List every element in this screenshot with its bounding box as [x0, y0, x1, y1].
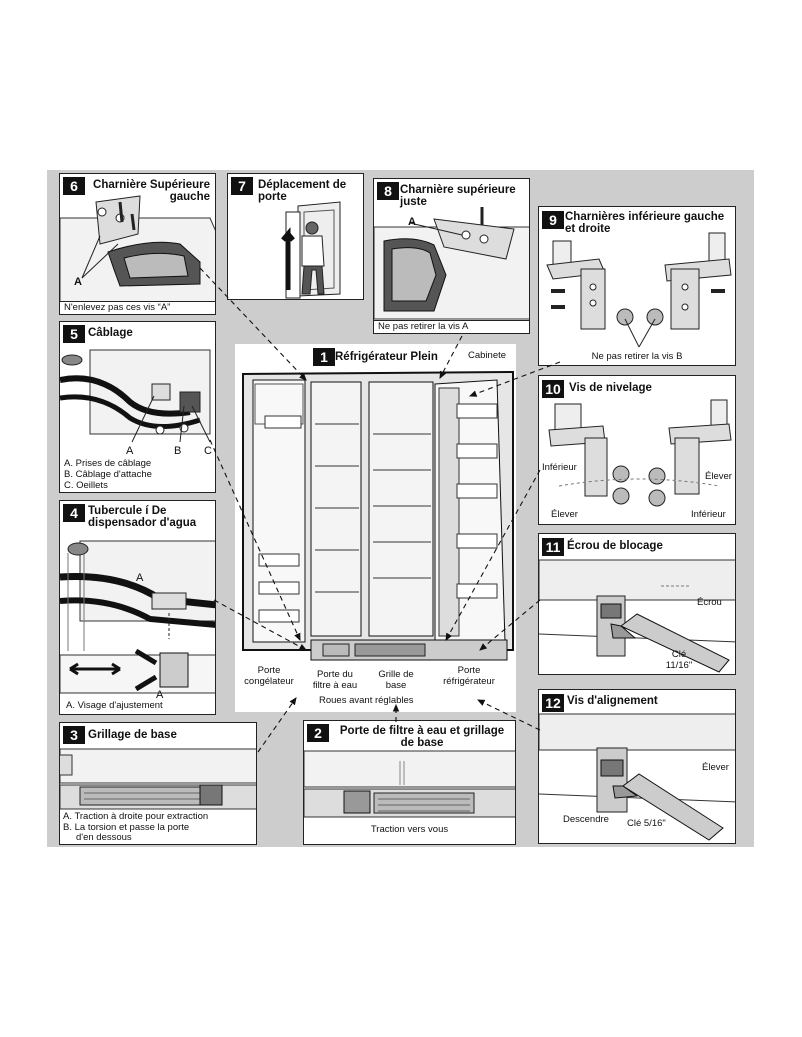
legend-item: C. Oeillets [64, 480, 108, 491]
panel-11-lock-nut: 11 Écrou de blocage Écrou Clé 11/16" [538, 533, 736, 675]
panel-title: Porte de filtre à eau et grillage de bas… [339, 725, 505, 749]
callout-b: B [174, 445, 182, 457]
panel-title: Vis d'alignement [567, 695, 658, 707]
lock-nut-illustration [539, 559, 735, 673]
panel-8-top-right-hinge: 8 Charnière supérieure juste A Ne pas re… [373, 178, 530, 334]
callout-c: C [204, 445, 212, 457]
label-freezer-door: Porte congélateur [244, 665, 294, 687]
leveling-illustration [548, 399, 732, 507]
panel-title: Charnières inférieure gauche et droite [565, 211, 725, 235]
hinge-illustration [374, 207, 529, 320]
label-raise-left: Élever [551, 509, 578, 520]
callout-a: A [408, 216, 416, 228]
panel-title: Charnière supérieure juste [400, 184, 516, 208]
hinge-illustration [60, 195, 215, 303]
panel-caption: Ne pas retirer la vis A [374, 320, 529, 333]
step-number: 11 [542, 538, 564, 556]
panel-title: Grillage de base [88, 729, 177, 741]
label-lower: Descendre [563, 814, 609, 825]
panel-title: Tubercule í De dispensador d'agua [88, 505, 197, 529]
step-number: 3 [63, 726, 85, 744]
panel-title: Réfrigérateur Plein [335, 351, 438, 363]
step-number: 12 [542, 694, 564, 712]
panel-2-filter-door-grille: 2 Porte de filtre à eau et grillage de b… [303, 720, 516, 845]
panel-caption: N'enlevez pas ces vis “A” [60, 301, 215, 314]
panel-10-leveling-screws: 10 Vis de nivelage Inférieur Élever Élev… [538, 375, 736, 525]
panel-caption: Ne pas retirer la vis B [591, 351, 683, 362]
label-base-grille: Grille de base [378, 669, 414, 691]
panel-title: Câblage [88, 327, 133, 339]
step-number: 4 [63, 504, 85, 522]
label-fridge-door: Porte réfrigérateur [443, 665, 495, 687]
base-grille-illustration [60, 748, 256, 810]
callout-a: A [126, 445, 134, 457]
step-number: 7 [231, 177, 253, 195]
label-raise: Élever [702, 762, 729, 773]
water-tube-illustration [60, 540, 215, 694]
panel-title: Écrou de blocage [567, 540, 663, 552]
step-number: 1 [313, 348, 335, 366]
callout-a: A [136, 572, 144, 584]
step-number: 2 [307, 724, 329, 742]
panel-6-top-left-hinge: 6 Charnière Supérieure gauche A N'enleve… [59, 173, 216, 315]
label-filter-door: Porte du filtre à eau [312, 669, 358, 691]
panel-title: Charnière Supérieure gauche [93, 179, 210, 203]
door-move-illustration [281, 201, 341, 299]
panel-1-refrigerator: 1 Réfrigérateur Plein Cabinete Porte con… [235, 344, 516, 712]
panel-12-alignment-screw: 12 Vis d'alignement Élever Descendre Clé… [538, 689, 736, 844]
legend-item: B. Câblage d'attache [64, 469, 152, 480]
legend-item: d'en dessous [76, 832, 132, 843]
alignment-illustration [539, 713, 735, 841]
legend-item: A. Traction à droite pour extraction [63, 811, 209, 822]
panel-4-water-tube: 4 Tubercule í De dispensador d'agua A A … [59, 500, 216, 715]
label-cabinet: Cabinete [468, 350, 507, 361]
wiring-illustration [60, 349, 211, 443]
label-lower-right: Inférieur [691, 509, 726, 520]
label-nut: Écrou [697, 597, 722, 608]
panel-9-bottom-hinges: 9 Charnières inférieure gauche et droite… [538, 206, 736, 366]
panel-3-base-grille: 3 Grillage de base A. Traction à droite … [59, 722, 257, 845]
step-number: 6 [63, 177, 85, 195]
step-number: 8 [377, 182, 399, 200]
legend-item: B. La torsion et passe la porte [63, 822, 190, 833]
panel-7-door-move: 7 Déplacement de porte [227, 173, 364, 300]
label-raise-right: Élever [705, 471, 732, 482]
filter-door-illustration [304, 750, 515, 818]
panel-5-wiring: 5 Câblage A B C A. Prises de câblage B. … [59, 321, 216, 493]
step-number: 9 [542, 211, 564, 229]
label-wrench: Clé 5/16" [627, 818, 666, 829]
panel-caption: A. Visage d'ajustement [66, 700, 163, 711]
label-lower-left: Inférieur [542, 462, 577, 473]
step-number: 5 [63, 325, 85, 343]
refrigerator-illustration [242, 370, 514, 661]
label-wheels: Roues avant réglables [319, 695, 414, 706]
panel-title: Vis de nivelage [569, 382, 652, 394]
callout-a: A [156, 689, 164, 701]
label-wrench: Clé 11/16" [665, 649, 693, 671]
panel-caption: Traction vers vous [370, 824, 449, 835]
panel-title: Déplacement de porte [258, 179, 347, 203]
callout-a: A [74, 276, 82, 288]
hinges-illustration [546, 232, 732, 348]
legend-item: A. Prises de câblage [64, 458, 152, 469]
